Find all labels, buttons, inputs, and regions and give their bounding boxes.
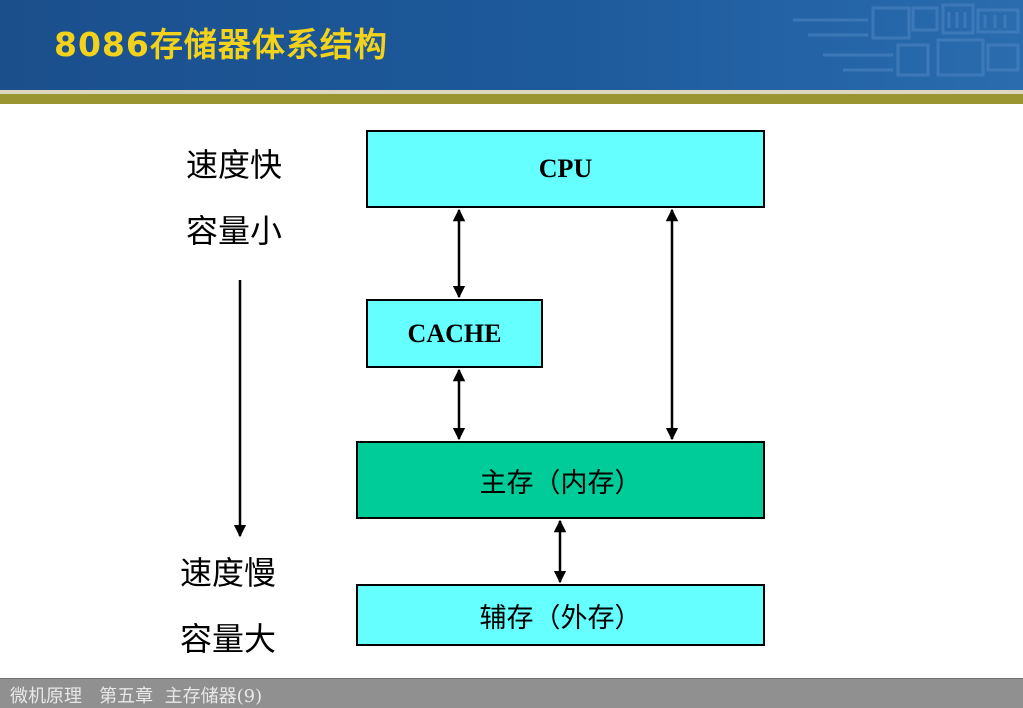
header-bar: 8086存储器体系结构 bbox=[0, 0, 1023, 90]
main-memory-box: 主存（内存） bbox=[356, 441, 765, 519]
footer-text: 微机原理 第五章 主存储器(9) bbox=[10, 686, 263, 707]
page-title: 8086存储器体系结构 bbox=[54, 25, 388, 64]
label-speed-fast: 速度快 bbox=[186, 146, 283, 184]
label-capacity-small: 容量小 bbox=[186, 212, 283, 250]
cache-box: CACHE bbox=[366, 299, 543, 368]
footer-bar: 微机原理 第五章 主存储器(9) bbox=[0, 678, 1023, 708]
header-divider-light bbox=[0, 90, 1023, 94]
cpu-box: CPU bbox=[366, 130, 765, 208]
label-speed-slow: 速度慢 bbox=[180, 554, 277, 592]
circuit-decoration bbox=[793, 3, 1020, 77]
header-divider-olive bbox=[0, 94, 1023, 104]
aux-memory-box: 辅存（外存） bbox=[356, 584, 765, 646]
label-capacity-large: 容量大 bbox=[180, 620, 277, 658]
